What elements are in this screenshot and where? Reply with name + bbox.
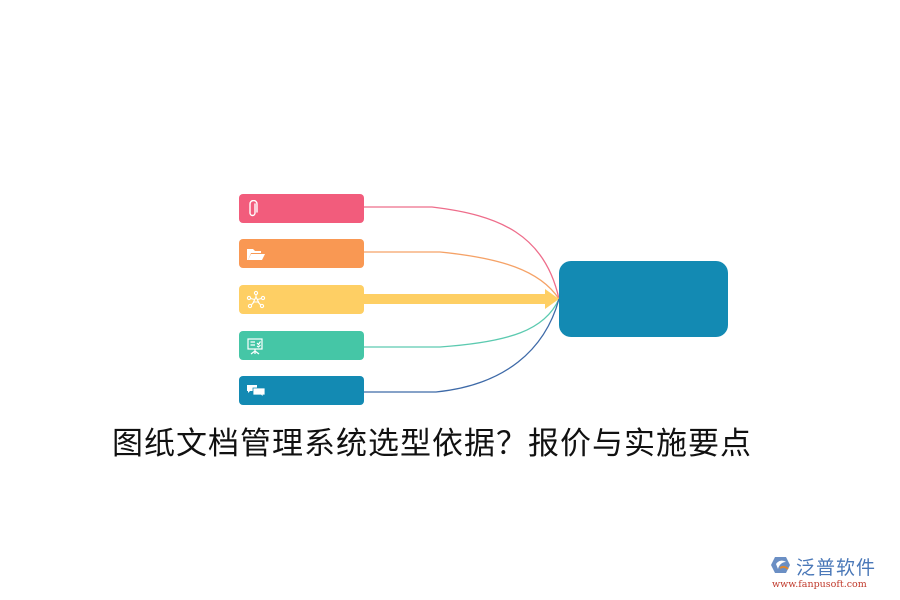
connector-node-5 (364, 298, 560, 393)
folder-open-icon (246, 247, 266, 261)
connector-node-3 (364, 289, 559, 309)
network-icon (246, 290, 266, 310)
connector-node-4 (364, 298, 560, 348)
chat-bubbles-icon (246, 383, 266, 399)
connector-node-2 (364, 251, 560, 300)
paperclip-icon (246, 199, 260, 218)
central-hub-node[interactable] (559, 261, 728, 337)
node-presentation[interactable] (239, 331, 364, 360)
page-title: 图纸文档管理系统选型依据？报价与实施要点 (112, 426, 752, 462)
brand-url: www.fanpusoft.com (772, 579, 867, 590)
node-folder[interactable] (239, 239, 364, 268)
brand-mark-icon (770, 555, 792, 579)
presentation-board-icon (246, 337, 264, 355)
brand-name: 泛普软件 (796, 557, 877, 579)
node-discussion[interactable] (239, 376, 364, 405)
brand-logo: 泛普软件 www.fanpusoft.com (770, 553, 895, 595)
connector-node-1 (364, 206, 560, 300)
node-attachment[interactable] (239, 194, 364, 223)
node-network[interactable] (239, 285, 364, 314)
